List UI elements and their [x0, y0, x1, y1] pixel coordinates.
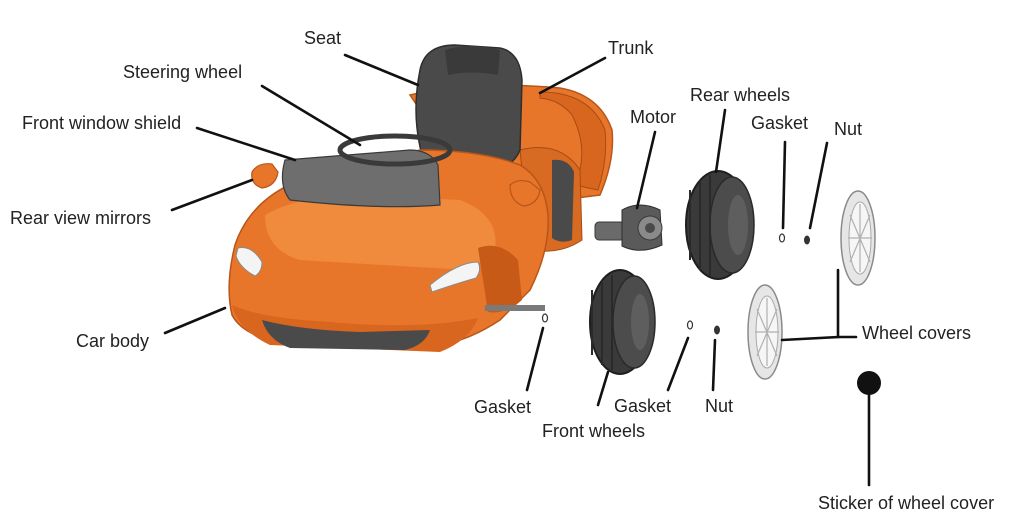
- trunk: [539, 91, 607, 191]
- mirror-right: [509, 179, 541, 207]
- leader-motor: [635, 130, 657, 210]
- leader-nut-bottom: [711, 338, 717, 392]
- label-motor: Motor: [630, 107, 677, 127]
- nut-bottom: [714, 325, 720, 335]
- leader-rear-view-mirrors: [170, 178, 254, 212]
- label-nut-top: Nut: [834, 119, 863, 139]
- headlight-left: [235, 247, 263, 277]
- front-axle: [485, 305, 545, 311]
- label-sticker: Sticker of wheel cover: [818, 493, 995, 513]
- label-rear-wheels: Rear wheels: [690, 85, 791, 105]
- label-gasket-mid: Gasket: [614, 396, 672, 416]
- label-gasket-top: Gasket: [751, 113, 809, 133]
- label-seat: Seat: [304, 28, 342, 48]
- label-trunk: Trunk: [608, 38, 654, 58]
- leader-trunk: [538, 56, 607, 95]
- seat-headrest: [445, 46, 500, 75]
- nut-top: [804, 235, 810, 245]
- leader-rear-wheels: [714, 108, 727, 174]
- front-window-shield: [281, 149, 441, 208]
- label-front-window-shield: Front window shield: [22, 113, 182, 133]
- label-car-body: Car body: [76, 331, 150, 351]
- label-wheel-covers: Wheel covers: [862, 323, 972, 343]
- label-steering-wheel: Steering wheel: [123, 62, 243, 82]
- wheel-cover-top: [840, 190, 876, 286]
- hood: [265, 195, 496, 270]
- rear-wheel: [685, 170, 755, 280]
- car-illustration: [228, 44, 614, 352]
- steering-wheel: [337, 133, 453, 167]
- gasket-top: [778, 233, 786, 243]
- label-nut-bottom: Nut: [705, 396, 734, 416]
- label-front-wheels: Front wheels: [542, 421, 646, 441]
- wheel-cover-bottom: [747, 284, 783, 380]
- front-wheel: [589, 269, 656, 375]
- side-vent: [552, 159, 574, 242]
- label-rear-view-mirrors: Rear view mirrors: [10, 208, 152, 228]
- headlight-right: [429, 261, 481, 293]
- gasket-left: [541, 313, 549, 323]
- label-gasket-left: Gasket: [474, 397, 532, 417]
- mirror-left: [251, 163, 279, 189]
- leader-lines: [163, 53, 871, 487]
- leader-gasket-mid: [666, 336, 690, 392]
- seat: [415, 44, 523, 172]
- leader-seat: [343, 53, 420, 87]
- leader-steering-wheel: [260, 84, 362, 147]
- leader-front-wheels: [596, 370, 610, 407]
- leader-car-body: [163, 306, 227, 335]
- motor: [594, 204, 663, 251]
- leader-nut-top: [808, 141, 829, 230]
- front-grille: [262, 320, 430, 350]
- leader-wheel-covers: [780, 268, 840, 342]
- sticker-of-wheel-cover: [857, 371, 881, 395]
- gasket-mid: [686, 320, 694, 330]
- wheel-arch: [478, 245, 522, 313]
- leader-gasket-top: [781, 140, 787, 230]
- leader-front-window-shield: [195, 126, 297, 162]
- leader-gasket-left: [525, 326, 545, 392]
